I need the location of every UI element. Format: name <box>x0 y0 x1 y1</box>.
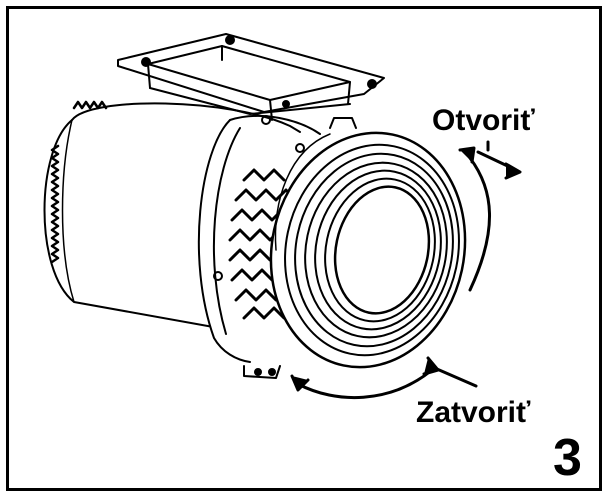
mounting-bracket <box>117 33 385 121</box>
close-label: Zatvoriť <box>416 396 531 429</box>
close-arrow-icon <box>290 356 478 400</box>
open-label: Otvoriť <box>432 104 535 137</box>
open-arrow-icon <box>458 140 522 292</box>
step-number: 3 <box>553 429 582 487</box>
housing-ring <box>197 114 357 379</box>
motor-body <box>43 100 301 331</box>
inlet-cover <box>269 131 467 369</box>
